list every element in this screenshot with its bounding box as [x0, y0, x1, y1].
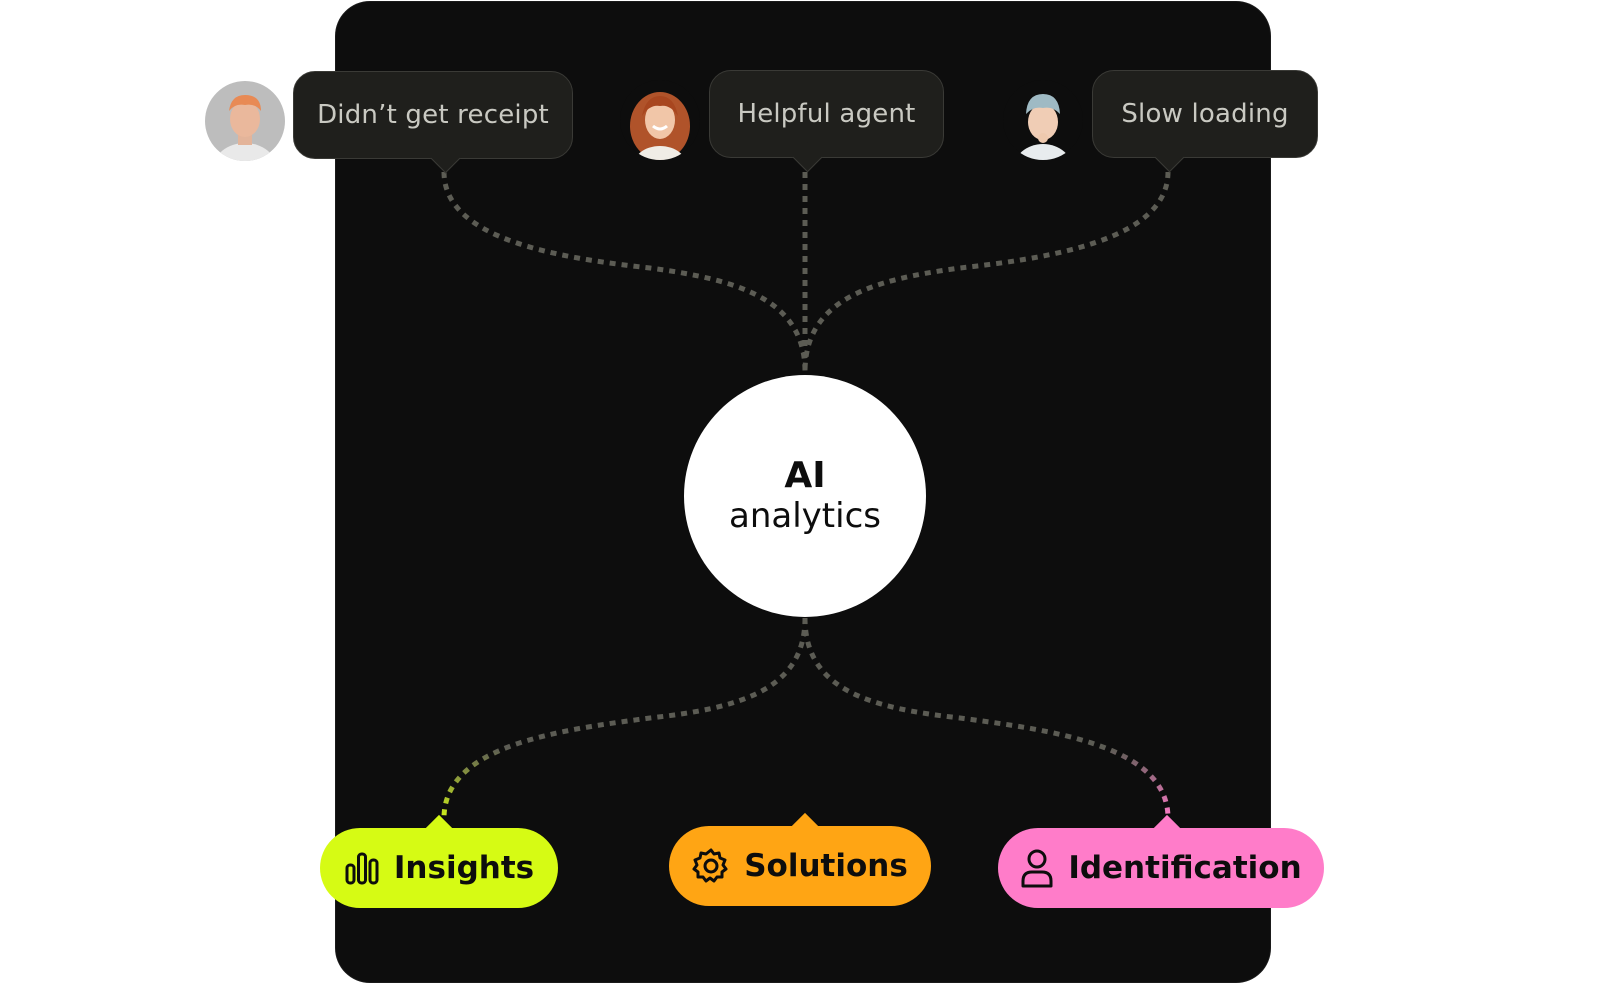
- person-avatar: [620, 80, 700, 160]
- person-avatar: [205, 81, 285, 161]
- insights-pill: Insights: [320, 828, 558, 908]
- feedback-bubble: Didn’t get receipt: [293, 71, 573, 159]
- feedback-label: Slow loading: [1121, 99, 1288, 129]
- bar-chart-icon: [344, 851, 380, 885]
- hub-subtitle: analytics: [729, 496, 881, 536]
- hub-title: AI: [784, 456, 825, 496]
- connector-identification: [805, 618, 1168, 818]
- person-avatar: [1003, 80, 1083, 160]
- insights-label: Insights: [394, 850, 534, 886]
- gear-icon: [692, 847, 730, 885]
- feedback-bubble: Slow loading: [1092, 70, 1318, 158]
- connector-insights: [444, 618, 805, 818]
- identification-pill: Identification: [998, 828, 1324, 908]
- feedback-label: Helpful agent: [737, 99, 915, 129]
- solutions-label: Solutions: [744, 848, 908, 884]
- identification-label: Identification: [1068, 850, 1301, 886]
- connector-receipt: [444, 172, 805, 372]
- feedback-bubble: Helpful agent: [709, 70, 944, 158]
- connector-loading: [805, 172, 1168, 372]
- feedback-label: Didn’t get receipt: [317, 100, 549, 130]
- solutions-pill: Solutions: [669, 826, 931, 906]
- ai-analytics-hub: AI analytics: [684, 375, 926, 617]
- user-icon: [1020, 848, 1054, 888]
